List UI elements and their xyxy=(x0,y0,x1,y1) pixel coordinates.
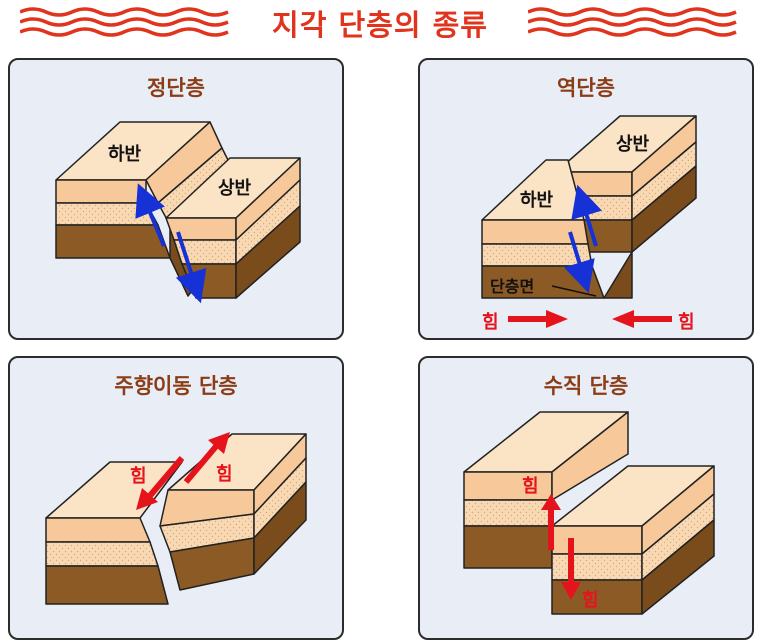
reverse-fault-diagram: 하반 상반 단층면 힘 힘 xyxy=(481,115,697,333)
red-arrow-up-right xyxy=(183,432,230,484)
label-right-block: 상반 xyxy=(616,134,650,155)
label-left-block: 하반 xyxy=(108,144,142,165)
right-block xyxy=(159,433,307,591)
panel-title: 정단층 xyxy=(147,76,205,100)
right-block xyxy=(555,115,697,253)
blue-arrow-down xyxy=(175,231,207,304)
panel-vertical-fault: 수직 단층 힘 힘 xyxy=(418,356,754,640)
label-fault-plane: 단층면 xyxy=(490,277,534,296)
strike-slip-fault-diagram: 힘 힘 xyxy=(45,432,307,605)
blue-arrow-down xyxy=(564,231,595,294)
blue-arrow-up xyxy=(135,183,166,247)
left-wave-decoration xyxy=(20,7,229,37)
label-force-left: 힘 xyxy=(482,312,499,333)
page-title: 지각 단층의 종류 xyxy=(272,8,488,42)
label-force-right: 힘 xyxy=(216,464,233,485)
title-bar: 지각 단층의 종류 xyxy=(0,0,760,46)
label-force-right: 힘 xyxy=(678,312,695,333)
panel-title: 주향이동 단층 xyxy=(114,374,238,398)
red-arrow-down xyxy=(561,538,581,600)
red-arrow-down-left xyxy=(136,456,185,510)
panel-title: 역단층 xyxy=(557,76,615,100)
panel-title: 수직 단층 xyxy=(543,374,629,398)
label-force-down: 힘 xyxy=(582,590,599,611)
blue-arrow-up xyxy=(571,184,602,247)
label-force-left: 힘 xyxy=(130,466,147,487)
label-force-up: 힘 xyxy=(522,476,539,497)
label-left-block: 하반 xyxy=(520,190,554,211)
label-right-block: 상반 xyxy=(218,178,252,199)
normal-fault-diagram: 하반 상반 xyxy=(55,121,301,304)
panel-reverse-fault: 역단층 하반 상반 단층면 힘 xyxy=(418,58,754,340)
red-arrow-up xyxy=(541,494,561,550)
red-arrow-right xyxy=(508,310,568,328)
fault-plane-pointer xyxy=(551,285,597,297)
red-arrow-left xyxy=(612,310,672,328)
panel-normal-fault: 정단층 하반 상반 xyxy=(8,58,344,340)
vertical-fault-diagram: 힘 힘 xyxy=(463,411,715,615)
panel-strike-slip-fault: 주향이동 단층 힘 힘 xyxy=(8,356,344,640)
right-block xyxy=(551,465,715,615)
right-wave-decoration xyxy=(528,7,737,37)
